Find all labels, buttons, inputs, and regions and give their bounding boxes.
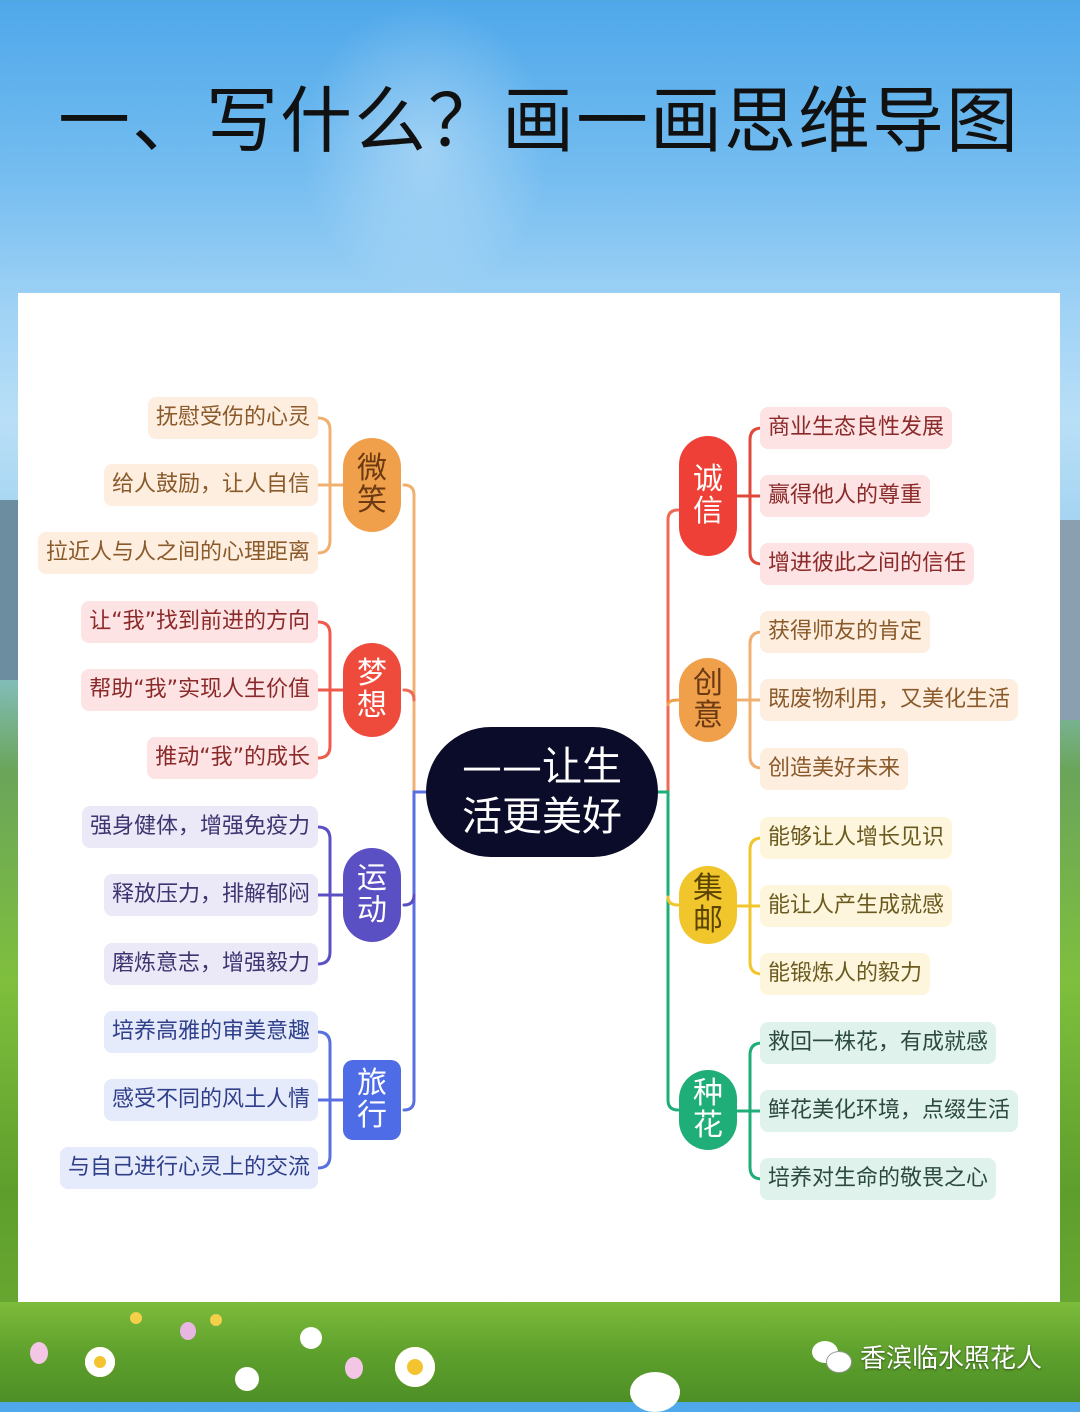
mountain-decoration bbox=[0, 500, 20, 680]
leaf-node[interactable]: 创造美好未来 bbox=[760, 748, 909, 790]
branch-dream[interactable]: 梦 想 bbox=[343, 643, 401, 737]
flower-decoration bbox=[130, 1312, 142, 1324]
leaf-node[interactable]: 拉近人与人之间的心理距离 bbox=[37, 532, 318, 574]
mountain-decoration bbox=[1058, 520, 1080, 720]
branch-label: 动 bbox=[357, 893, 387, 928]
sky-glow bbox=[300, 0, 550, 300]
leaf-node[interactable]: 培养高雅的审美意趣 bbox=[103, 1011, 318, 1053]
page-title: 一、写什么？画一画思维导图 bbox=[58, 79, 1021, 163]
watermark-text: 香滨临水照花人 bbox=[859, 1344, 1042, 1374]
branch-label: 旅 bbox=[357, 1066, 387, 1101]
leaf-node[interactable]: 给人鼓励，让人自信 bbox=[103, 464, 318, 506]
wechat-icon bbox=[811, 1340, 852, 1373]
leaf-node[interactable]: 商业生态良性发展 bbox=[760, 407, 953, 449]
branch-label: 花 bbox=[693, 1108, 723, 1143]
branch-label: 运 bbox=[357, 861, 387, 896]
leaf-node[interactable]: 能锻炼人的毅力 bbox=[760, 953, 931, 995]
leaf-node[interactable]: 让“我”找到前进的方向 bbox=[81, 601, 318, 643]
flower-decoration bbox=[85, 1347, 115, 1377]
leaf-node[interactable]: 能让人产生成就感 bbox=[760, 885, 953, 927]
flower-decoration bbox=[630, 1372, 680, 1412]
flower-decoration bbox=[345, 1357, 363, 1379]
branch-label: 行 bbox=[357, 1098, 387, 1133]
flower-decoration bbox=[300, 1327, 322, 1349]
leaf-node[interactable]: 推动“我”的成长 bbox=[147, 737, 318, 779]
leaf-node[interactable]: 鲜花美化环境，点缀生活 bbox=[760, 1090, 1019, 1132]
branch-label: 诚 bbox=[693, 462, 723, 497]
branch-travel[interactable]: 旅 行 bbox=[343, 1060, 401, 1140]
watermark: 香滨临水照花人 bbox=[811, 1338, 1042, 1375]
flower-decoration bbox=[235, 1367, 259, 1391]
branch-label: 集 bbox=[693, 871, 723, 906]
branch-label: 想 bbox=[357, 688, 387, 723]
leaf-node[interactable]: 感受不同的风土人情 bbox=[103, 1079, 318, 1121]
branch-sport[interactable]: 运 动 bbox=[343, 848, 401, 942]
leaf-node[interactable]: 与自己进行心灵上的交流 bbox=[59, 1147, 318, 1189]
leaf-node[interactable]: 救回一株花，有成就感 bbox=[760, 1022, 997, 1064]
leaf-node[interactable]: 释放压力，排解郁闷 bbox=[103, 874, 318, 916]
flower-decoration bbox=[210, 1314, 222, 1326]
central-topic[interactable]: ——让生 活更美好 bbox=[426, 727, 658, 857]
central-topic-line-2: 活更美好 bbox=[462, 794, 622, 840]
central-topic-line-1: ——让生 bbox=[462, 744, 622, 790]
leaf-node[interactable]: 能够让人增长见识 bbox=[760, 817, 953, 859]
branch-label: 梦 bbox=[357, 656, 387, 691]
leaf-node[interactable]: 既废物利用，又美化生活 bbox=[760, 679, 1019, 721]
branch-flower-planting[interactable]: 种 花 bbox=[679, 1070, 737, 1150]
branch-label: 笑 bbox=[357, 483, 387, 518]
branch-label: 创 bbox=[693, 666, 723, 701]
leaf-node[interactable]: 赢得他人的尊重 bbox=[760, 475, 931, 517]
leaf-node[interactable]: 获得师友的肯定 bbox=[760, 611, 931, 653]
branch-stamp-collecting[interactable]: 集 邮 bbox=[679, 866, 737, 944]
leaf-node[interactable]: 强身健体，增强免疫力 bbox=[81, 806, 318, 848]
branch-integrity[interactable]: 诚 信 bbox=[679, 436, 737, 556]
branch-label: 信 bbox=[693, 494, 723, 529]
branch-label: 种 bbox=[693, 1076, 723, 1111]
leaf-node[interactable]: 增进彼此之间的信任 bbox=[760, 543, 975, 585]
leaf-node[interactable]: 帮助“我”实现人生价值 bbox=[81, 669, 318, 711]
branch-creativity[interactable]: 创 意 bbox=[679, 658, 737, 742]
branch-label: 邮 bbox=[693, 903, 723, 938]
branch-smile[interactable]: 微 笑 bbox=[343, 438, 401, 532]
branch-label: 意 bbox=[693, 698, 723, 733]
leaf-node[interactable]: 磨炼意志，增强毅力 bbox=[103, 943, 318, 985]
branch-label: 微 bbox=[357, 451, 387, 486]
meadow-footer bbox=[0, 1302, 1080, 1412]
flower-decoration bbox=[395, 1347, 435, 1387]
leaf-node[interactable]: 抚慰受伤的心灵 bbox=[147, 397, 318, 439]
flower-decoration bbox=[180, 1322, 196, 1340]
leaf-node[interactable]: 培养对生命的敬畏之心 bbox=[760, 1158, 997, 1200]
flower-decoration bbox=[30, 1342, 48, 1364]
